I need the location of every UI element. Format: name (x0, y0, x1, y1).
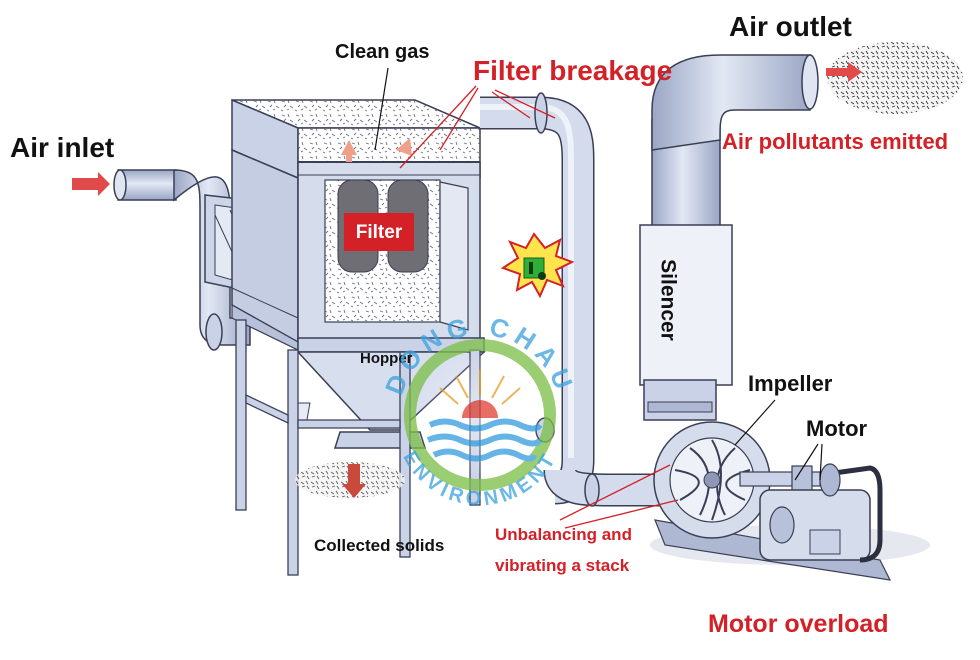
clean-gas-label: Clean gas (335, 41, 430, 63)
arrow-down-icon (342, 464, 366, 498)
hopper-label: Hopper (360, 350, 413, 367)
motor (759, 463, 883, 563)
arrow-up-icon (341, 140, 357, 162)
arrow-right-icon (826, 62, 862, 82)
unbalancing-label-line2: vibrating a stack (495, 556, 630, 575)
air-inlet-label: Air inlet (10, 132, 115, 163)
arrow-right-icon (72, 172, 110, 196)
fan-housing (653, 421, 892, 581)
collected-solids-label: Collected solids (314, 536, 445, 555)
filter-label: Filter (344, 213, 414, 251)
unbalancing-label-line1: Unbalancing and (495, 525, 632, 544)
annotation-leaders (399, 85, 679, 529)
arrow-up-icon (396, 138, 412, 156)
air-outlet-label: Air outlet (729, 11, 852, 42)
outlet-duct (480, 92, 670, 507)
silencer-label: Silencer (656, 259, 680, 341)
air-pollutants-label: Air pollutants emitted (722, 129, 949, 154)
company-watermark-logo (404, 339, 556, 491)
motor-overload-label: Motor overload (708, 610, 889, 638)
explosion-icon (500, 232, 575, 299)
exhaust-stack (639, 54, 819, 421)
impeller-label: Impeller (748, 371, 833, 396)
pollutant-cloud (827, 42, 963, 114)
label-leaders (374, 67, 823, 481)
filter-breakage-label: Filter breakage (473, 55, 673, 86)
motor-label: Motor (806, 416, 868, 441)
